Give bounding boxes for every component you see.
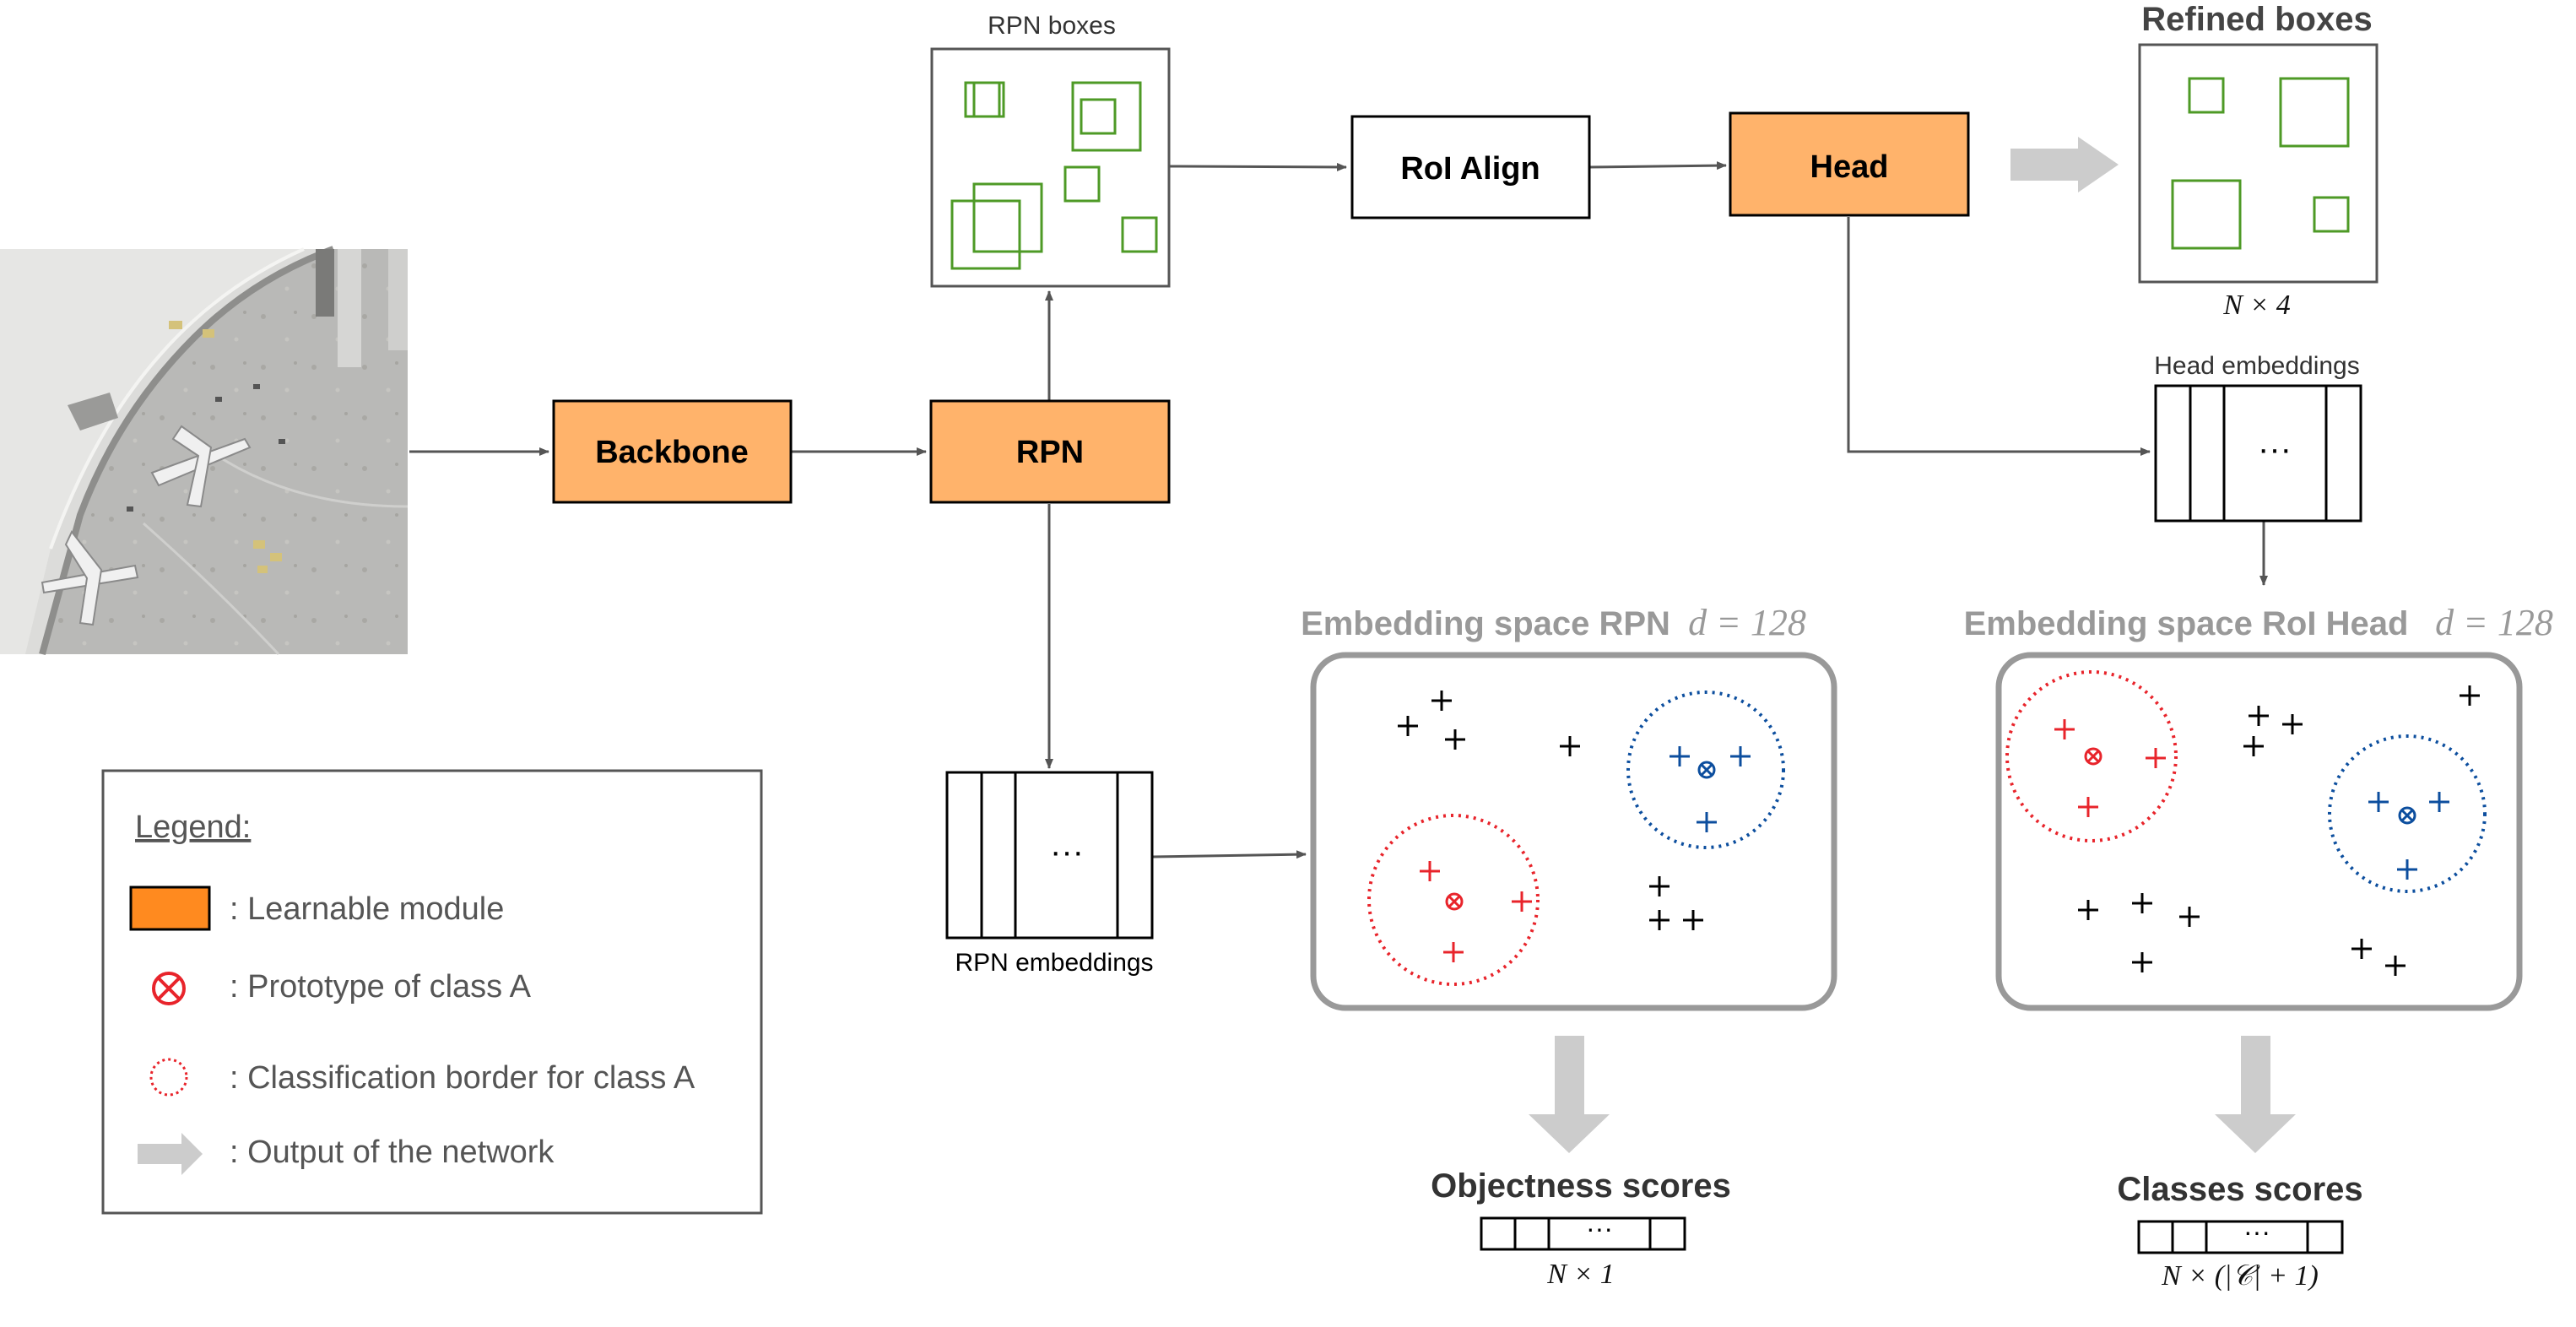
- class-b-prototype: [2398, 806, 2416, 825]
- refined-boxes-dims: N × 4: [2222, 290, 2291, 321]
- head-embeddings-ellipsis: ···: [2258, 431, 2292, 468]
- legend-item-border: : Classification border for class A: [230, 1060, 695, 1096]
- output-arrow-classes: [2215, 1036, 2296, 1153]
- class-b-points: [2368, 792, 2449, 880]
- class-b-points: [1670, 746, 1751, 832]
- output-arrow-objectness: [1529, 1036, 1610, 1153]
- arrow-embeddings-to-space: [1151, 850, 1307, 859]
- legend-item-prototype: : Prototype of class A: [230, 969, 532, 1005]
- head-module: Head: [1729, 111, 1970, 217]
- class-b-prototype: [1697, 761, 1716, 779]
- objectness-dims: N × 1: [1546, 1259, 1615, 1290]
- classes-dims: N × (|𝒞| + 1): [2161, 1260, 2319, 1292]
- rpn-label: RPN: [1016, 435, 1084, 470]
- head-space-dim: d = 128: [2435, 602, 2553, 643]
- rpn-space-title: Embedding space RPN: [1301, 605, 1670, 642]
- legend-item-output: : Output of the network: [230, 1135, 555, 1170]
- head-embeddings-vector: ···: [2154, 384, 2362, 523]
- objectness-ellipsis: ···: [1586, 1213, 1613, 1243]
- class-a-prototype: [2084, 747, 2102, 766]
- objectness-vector: ···: [1480, 1213, 1686, 1251]
- class-a-prototype: [1445, 892, 1464, 911]
- classes-ellipsis: ···: [2243, 1216, 2270, 1247]
- head-embeddings-label: Head embeddings: [2154, 352, 2360, 380]
- pipeline-arrows: [409, 161, 2268, 859]
- class-a-border: [1367, 814, 1540, 986]
- head-label: Head: [1810, 149, 1889, 185]
- input-aerial-image: [0, 246, 409, 656]
- rpn-space-dim: d = 128: [1688, 602, 1806, 643]
- class-b-border: [1626, 691, 1785, 849]
- classification-border-icon: [149, 1058, 188, 1097]
- class-a-points: [1420, 861, 1532, 962]
- arrow-roialign-to-head: [1588, 161, 1727, 171]
- output-arrow-refined: [2010, 137, 2119, 192]
- output-arrow-icon: [138, 1133, 203, 1175]
- learnable-module-swatch: [129, 886, 211, 931]
- refined-boxes-panel: [2138, 43, 2378, 284]
- backbone-label: Backbone: [595, 435, 749, 470]
- class-a-border: [2005, 670, 2178, 842]
- rpn-embeddings-vector: ···: [945, 771, 1154, 940]
- legend-title: Legend:: [135, 810, 251, 845]
- background-points: [1398, 691, 1703, 930]
- head-space-title: Embedding space RoI Head: [1964, 605, 2409, 642]
- objectness-title: Objectness scores: [1431, 1167, 1731, 1205]
- arrow-boxes-to-roialign: [1168, 162, 1347, 171]
- rpn-module: RPN: [929, 399, 1171, 504]
- arrow-head-to-embeddings: [1847, 217, 2151, 456]
- prototype-icon: [152, 972, 186, 1005]
- refined-boxes-title: Refined boxes: [2141, 1, 2372, 38]
- legend-item-learnable: : Learnable module: [230, 891, 504, 927]
- classes-title: Classes scores: [2117, 1171, 2362, 1208]
- roi-align-module: RoI Align: [1350, 115, 1591, 219]
- class-b-border: [2328, 734, 2487, 893]
- rpn-embeddings-label: RPN embeddings: [955, 949, 1153, 977]
- rpn-embedding-space: [1310, 652, 1837, 1011]
- rpn-embeddings-ellipsis: ···: [1050, 833, 1084, 870]
- backbone-module: Backbone: [552, 399, 793, 504]
- roi-align-label: RoI Align: [1400, 151, 1540, 187]
- class-a-points: [2054, 719, 2166, 817]
- classes-vector: ···: [2137, 1216, 2344, 1254]
- rpn-boxes-panel: [930, 47, 1171, 288]
- head-embedding-space: [1995, 652, 2523, 1011]
- legend: Legend: : Learnable module : Prototype o…: [101, 769, 763, 1215]
- background-points: [2078, 685, 2480, 976]
- rpn-boxes-label: RPN boxes: [988, 12, 1116, 40]
